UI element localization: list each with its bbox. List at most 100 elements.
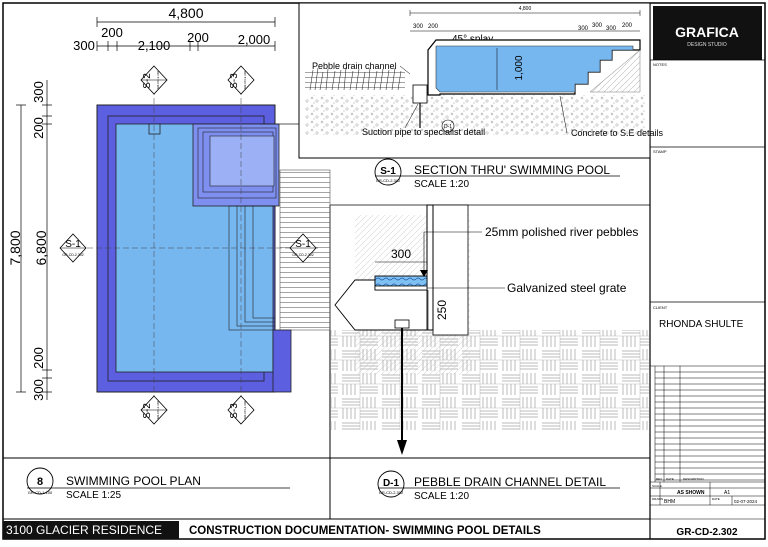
section-dim-right-a: 300 [578,26,589,32]
scale-value: AS SHOWN [677,490,705,496]
logo-box [653,6,762,60]
detail-title-ref: GR-CD-2.302 [379,490,404,495]
spa-basin [209,135,275,187]
detail-leader-pebbles-arrow [420,270,428,277]
section-concrete-wedge [589,49,641,93]
section-marker-s2-top: S-2 GR-CD-2.302 [140,65,168,95]
section-depth-label: 1,000 [514,55,525,80]
section-title-block: S-1 GR-CD-2.302 SECTION THRU' SWIMMING P… [374,158,620,190]
section-dim-right-d: 200 [622,23,633,29]
marker-code: S-3 [229,403,240,419]
detail-dim-depth: 250 [435,300,449,320]
marker-code: S-1 [295,239,311,250]
label-stamp: STAMP [653,149,667,154]
sheet-footer: 3100 GLACIER RESIDENCE CONSTRUCTION DOCU… [3,521,541,539]
rev-header-date: DATE [666,477,674,481]
section-title-ref: GR-CD-2.302 [376,178,401,183]
detail-grate [374,285,428,291]
title-block: GRAFICA DESIGN STUDIO NOTES STAMP CLIENT… [650,6,765,538]
plan-dim-top-a: 200 [101,25,123,40]
section-leader-suction [404,103,419,129]
plan-dims-top [96,17,276,51]
logo-name: GRAFICA [675,24,739,40]
drawn-label: DRAWN [652,497,663,501]
section-title-number: S-1 [380,166,396,177]
label-client: CLIENT [653,305,668,310]
detail-title: PEBBLE DRAIN CHANNEL DETAIL [414,475,606,489]
section-label-pebble: Pebble drain channel [312,61,397,71]
pool-section: 4,800 300 200 300 300 300 200 45° splay … [298,2,664,190]
plan-dim-top-d: 2,100 [138,38,171,53]
section-marker-s3-top: S-3 GR-CD-2.302 [227,65,255,95]
marker-code: S-3 [229,73,240,89]
plan-title: SWIMMING POOL PLAN [66,474,201,488]
section-grass [309,67,402,91]
section-marker-s2-bottom: S-2 GR-CD-2.302 [140,395,168,425]
marker-ref: GR-CD-2.302 [156,401,160,420]
section-title: SECTION THRU' SWIMMING POOL [414,163,610,177]
marker-code: S-1 [65,239,81,250]
section-water [435,45,634,93]
plan-title-ref: GR-CD-1.100 [28,490,53,495]
section-marker-s1-left: S-1 GR-CD-2.302 [59,233,87,263]
plan-dim-overall-width: 4,800 [168,5,203,21]
project-name: 3100 GLACIER RESIDENCE [6,523,162,537]
marker-ref: GR-CD-2.302 [156,71,160,90]
section-label-suction: Suction pipe to specialist detail [362,127,485,137]
section-dims [409,10,641,32]
rev-header-desc: DESCRIPTION [683,477,704,481]
detail-wall-core [426,204,434,331]
section-detail-callout [441,119,455,133]
date-label: DATE [712,497,720,501]
section-dim-left-b: 200 [428,24,439,30]
plan-dim-left-b: 200 [31,117,46,139]
detail-pipe-cap [394,319,410,329]
date-value: 02-07-2024 [734,499,758,504]
detail-title-block: D-1 GR-CD-2.302 PEBBLE DRAIN CHANNEL DET… [377,470,620,502]
section-marker-s3-bottom: S-3 GR-CD-2.302 [227,395,255,425]
section-detail-ref: D-1 [444,124,452,130]
pool-plan: 4,800 200 300 2,100 200 2,000 7,800 6,80… [7,5,331,501]
pool-steps [228,205,276,331]
section-dim-right-b: 300 [592,23,603,29]
marker-code: S-2 [142,73,153,89]
plan-scale: SCALE 1:25 [66,490,121,501]
sheet-number: GR-CD-2.302 [676,527,738,538]
pool-skimmer [148,123,161,135]
section-leader-concrete [559,95,568,134]
client-name: RHONDA SHULTE [659,319,744,330]
detail-scale: SCALE 1:20 [414,491,469,502]
scale-label: SCALE [652,484,662,488]
logo-sub: DESIGN STUDIO [687,42,727,48]
marker-code: S-2 [142,403,153,419]
plan-dim-top-b: 200 [187,30,209,45]
marker-ref: GR-CD-2.302 [243,71,247,90]
plan-dim-top-c: 300 [73,38,95,53]
section-label-concrete: Concrete to S.E details [571,128,664,138]
label-notes: NOTES [653,62,667,67]
plan-steps-decking [279,169,331,331]
section-dim-overall: 4,800 [519,6,532,12]
plan-dims-left [16,80,52,400]
rev-header-rev: REV [656,477,662,481]
section-ground [305,95,645,135]
detail-label-pebbles: 25mm polished river pebbles [485,225,638,239]
marker-ref: GR-CD-2.302 [243,401,247,420]
pebble-drain-detail: 300 250 25mm polished river pebbles Galv… [331,204,649,502]
section-scale: SCALE 1:20 [414,179,469,190]
detail-dim-width: 300 [391,247,411,261]
sheet-title: CONSTRUCTION DOCUMENTATION- SWIMMING POO… [189,525,541,537]
drawing-info-table [650,482,765,520]
spa-step-1 [197,127,277,199]
section-dim-right-c: 300 [606,26,617,32]
revision-table [650,365,765,483]
plan-title-block: 8 GR-CD-1.100 SWIMMING POOL PLAN SCALE 1… [26,467,290,501]
detail-label-grate: Galvanized steel grate [507,281,627,295]
plan-dim-left-c: 200 [31,347,46,369]
section-marker-s1-right: S-1 GR-CD-2.302 [289,233,317,263]
pool-right-ledge [272,329,292,393]
plan-dim-inner-length: 6,800 [33,230,49,265]
marker-ref: GR-CD-2.302 [292,253,313,257]
